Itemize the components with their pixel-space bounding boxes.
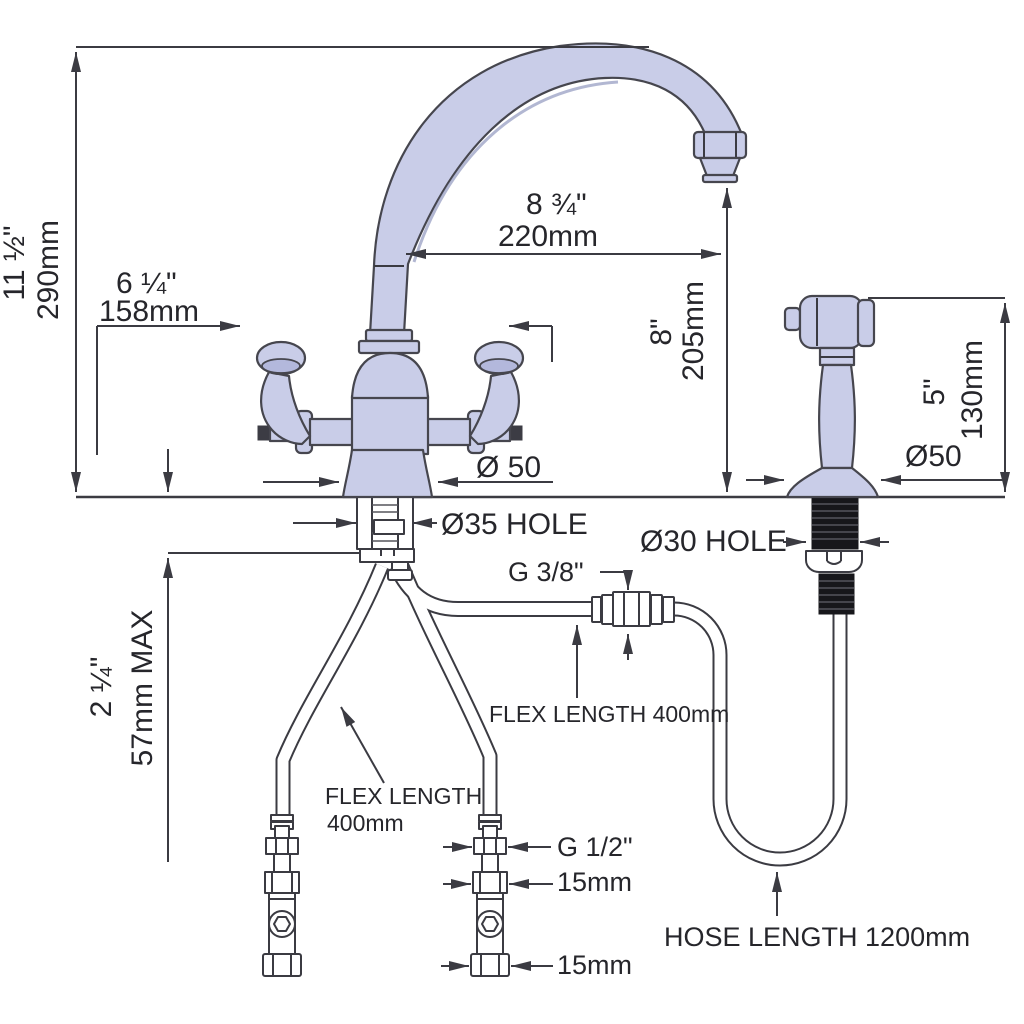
label-spray-height-in: 5" xyxy=(918,378,951,405)
spray-body xyxy=(818,363,856,470)
label-deck-thickness-in: 2 ¼" xyxy=(85,657,118,718)
label-spray-flex-thread: G 3/8" xyxy=(508,557,584,587)
dim-spray-base-diameter: Ø50 xyxy=(746,440,1004,485)
tap-handle-left xyxy=(260,370,312,446)
label-spray-base-diameter: Ø50 xyxy=(905,440,962,473)
label-hose-length: HOSE LENGTH 1200mm xyxy=(664,922,970,952)
label-spray-flex-length: FLEX LENGTH 400mm xyxy=(489,701,729,727)
dim-spout-reach: 8 ¾" 220mm xyxy=(406,188,721,259)
dim-tap-flex-length: FLEX LENGTH 400mm xyxy=(325,706,482,836)
dim-deck-thickness: 2 ¼" 57mm MAX xyxy=(85,449,173,862)
spray-base xyxy=(785,466,880,499)
backnut-flange xyxy=(359,548,415,563)
tap-handle-right xyxy=(468,370,520,446)
label-spout-reach-in: 8 ¾" xyxy=(526,188,587,221)
label-tail-pipe-diameter-2: 15mm xyxy=(557,950,632,980)
label-tap-height-mm: 290mm xyxy=(32,220,65,320)
spray-shank xyxy=(805,496,863,615)
label-handle-span-mm: 158mm xyxy=(99,295,199,328)
dim-tap-base-diameter: Ø 50 xyxy=(263,451,553,487)
tap-arm-right xyxy=(424,417,472,447)
tap-base xyxy=(341,448,434,499)
dim-tail-pipe-upper: 15mm xyxy=(443,867,632,897)
tee-fitting xyxy=(591,591,675,627)
label-tail-thread: G 1/2" xyxy=(557,832,633,862)
dim-spray-flex-length: FLEX LENGTH 400mm xyxy=(489,625,729,727)
dim-spout-clearance: 8" 205mm xyxy=(645,188,732,492)
spray-nozzle-button xyxy=(783,306,802,332)
dim-spray-flex-thread: G 3/8" xyxy=(508,557,633,660)
label-tap-hole: Ø35 HOLE xyxy=(441,508,588,541)
label-tap-height-in: 11 ½" xyxy=(0,225,31,300)
dim-tap-hole: Ø35 HOLE xyxy=(293,508,588,541)
label-tap-base-diameter: Ø 50 xyxy=(476,451,541,484)
valve-right-hex-nut xyxy=(473,837,507,855)
side-spray xyxy=(783,294,880,499)
label-tail-pipe-diameter: 15mm xyxy=(557,867,632,897)
label-deck-thickness-max: 57mm MAX xyxy=(126,610,159,767)
dim-spray-height: 5" 130mm xyxy=(868,297,1010,492)
label-tap-flex-length-line2: 400mm xyxy=(327,810,404,836)
spray-horseshoe-clip xyxy=(805,550,863,573)
dimensions: 11 ½" 290mm 6 ¼" 158mm 8 ¾" 220mm 8" 205… xyxy=(0,46,1010,980)
spout-outlet-collar xyxy=(692,130,748,160)
label-spray-height-mm: 130mm xyxy=(956,340,989,440)
valve-left-hex-nut xyxy=(265,837,299,855)
tap-spout xyxy=(368,42,744,336)
dim-tail-thread: G 1/2" xyxy=(443,832,633,862)
tap-body xyxy=(350,394,430,456)
spout-nozzle xyxy=(698,156,742,178)
dim-spray-hole: Ø30 HOLE xyxy=(640,525,889,558)
label-spout-reach-mm: 220mm xyxy=(498,220,598,253)
valve-left xyxy=(262,814,302,977)
dim-tail-pipe-lower: 15mm xyxy=(441,950,632,980)
dim-hose-length: HOSE LENGTH 1200mm xyxy=(664,872,970,952)
spray-head xyxy=(798,294,864,350)
valve-right xyxy=(470,814,510,977)
label-handle-span-in: 6 ¼" xyxy=(116,267,177,300)
dim-handle-span: 6 ¼" 158mm xyxy=(96,267,553,455)
label-spray-hole: Ø30 HOLE xyxy=(640,525,787,558)
label-spout-clearance-in: 8" xyxy=(645,318,678,345)
tap-arm-left xyxy=(308,417,356,447)
dim-tap-height: 11 ½" 290mm xyxy=(0,46,649,492)
kitchen-tap xyxy=(255,42,748,499)
spray-hose xyxy=(652,601,848,867)
label-spout-clearance-mm: 205mm xyxy=(677,281,710,381)
tap-flex-tails xyxy=(275,562,848,867)
label-tap-flex-length-line1: FLEX LENGTH xyxy=(325,783,482,809)
shank-nut xyxy=(373,519,405,535)
